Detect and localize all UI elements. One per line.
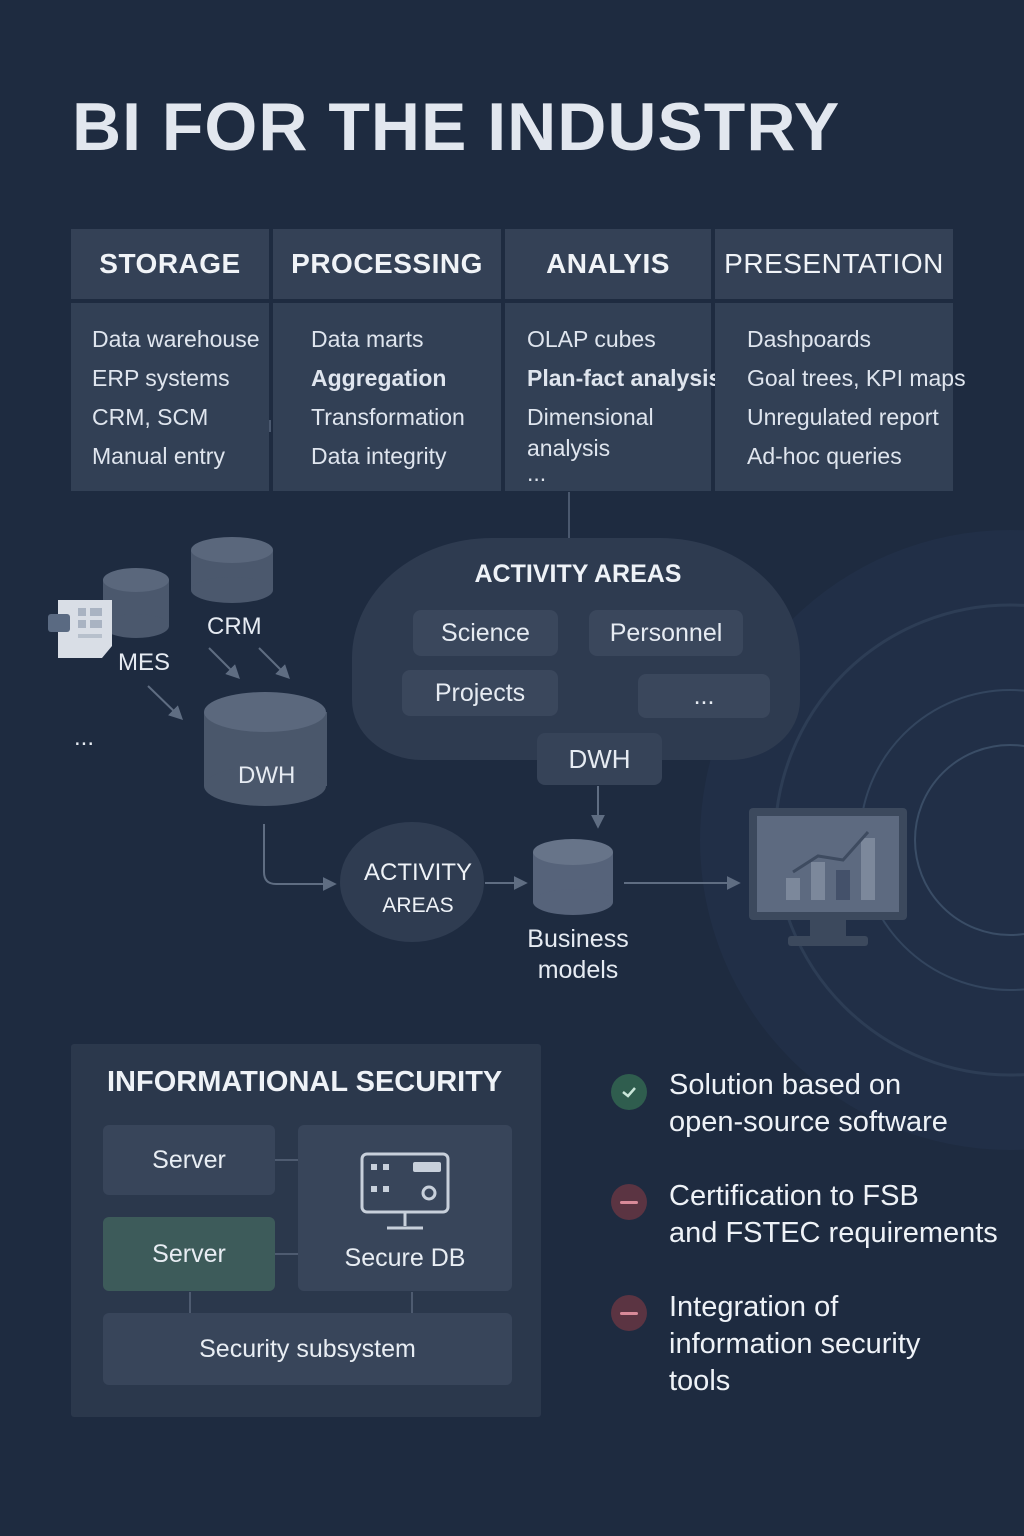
page-title: BI FOR THE INDUSTRY bbox=[72, 89, 841, 165]
list-item: Dashpoards bbox=[747, 326, 872, 352]
flow-diagram bbox=[48, 537, 907, 946]
document-icon bbox=[48, 600, 112, 658]
business-models-label: Business models bbox=[503, 924, 653, 986]
list-item: Transformation bbox=[311, 404, 465, 430]
list-item: OLAP cubes bbox=[527, 326, 656, 352]
area-more: ... bbox=[638, 674, 770, 718]
activity-areas-title: ACTIVITY AREAS bbox=[474, 560, 682, 588]
feature-text: Certification to FSB and FSTEC requireme… bbox=[669, 1178, 998, 1252]
crm-database-icon bbox=[191, 537, 273, 603]
minus-icon bbox=[611, 1295, 647, 1331]
feature-text: Solution based on open-source software bbox=[669, 1067, 948, 1141]
list-item: Aggregation bbox=[311, 365, 447, 391]
check-icon bbox=[611, 1074, 647, 1110]
feature-line: Solution based on bbox=[669, 1069, 902, 1101]
business-models-database-icon bbox=[533, 839, 613, 915]
business-models-line: models bbox=[537, 956, 619, 984]
mes-database-icon bbox=[103, 568, 169, 638]
list-item: Unregulated report bbox=[747, 404, 939, 430]
activity-areas-node-line: ACTIVITY bbox=[363, 859, 472, 886]
feature-line: information security bbox=[669, 1328, 921, 1360]
column-presentation: Dashpoards Goal trees, KPI maps Unregula… bbox=[715, 303, 966, 491]
column-analysis: OLAP cubes Plan-fact analysis Dimensiona… bbox=[505, 303, 722, 491]
minus-icon bbox=[611, 1184, 647, 1220]
area-projects: Projects bbox=[402, 670, 558, 716]
secure-db-box: Secure DB bbox=[298, 1125, 512, 1291]
feature-text: Integration of information security tool… bbox=[669, 1289, 920, 1400]
column-header-presentation: PRESENTATION bbox=[715, 229, 953, 299]
secure-db-label: Secure DB bbox=[344, 1244, 466, 1272]
area-science: Science bbox=[413, 610, 558, 656]
feature-line: tools bbox=[669, 1365, 731, 1397]
list-item: Goal trees, KPI maps bbox=[747, 365, 966, 391]
feature-line: Certification to FSB bbox=[669, 1180, 919, 1212]
secure-db-icon bbox=[360, 1152, 450, 1230]
dwh-left-label: DWH bbox=[238, 762, 296, 789]
list-item: ... bbox=[527, 460, 547, 486]
list-item: Data integrity bbox=[311, 443, 447, 469]
list-item: Plan-fact analysis bbox=[527, 365, 722, 391]
business-models-line: Business bbox=[527, 925, 629, 953]
server-box-highlighted: Server bbox=[103, 1217, 275, 1291]
column-storage: Data warehouse ERP systems CRM, SCM Manu… bbox=[71, 303, 269, 491]
list-item: ERP systems bbox=[92, 365, 230, 391]
column-header-storage: STORAGE bbox=[71, 229, 269, 299]
list-item: Data warehouse bbox=[92, 326, 260, 352]
area-personnel: Personnel bbox=[589, 610, 743, 656]
server-box: Server bbox=[103, 1125, 275, 1195]
mes-label: MES bbox=[118, 649, 171, 676]
list-item: CRM, SCM bbox=[92, 404, 209, 430]
column-header-analysis: ANALYIS bbox=[505, 229, 711, 299]
list-item: Ad-hoc queries bbox=[747, 443, 902, 469]
activity-areas-node-label: ACTIVITY AREAS bbox=[340, 856, 496, 922]
column-header-processing: PROCESSING bbox=[273, 229, 501, 299]
monitor-chart-icon bbox=[749, 808, 907, 946]
list-item: Data marts bbox=[311, 326, 424, 352]
dwh-database-icon bbox=[204, 692, 327, 806]
activity-areas-node bbox=[340, 822, 484, 942]
feature-line: Integration of bbox=[669, 1291, 839, 1323]
column-processing: Data marts Aggregation Transformation Da… bbox=[273, 303, 501, 491]
feature-line: open-source software bbox=[669, 1106, 948, 1138]
security-subsystem-box: Security subsystem bbox=[103, 1313, 512, 1385]
list-item: Dimensional analysis bbox=[527, 404, 654, 461]
security-connectors bbox=[189, 1159, 413, 1314]
security-title: INFORMATIONAL SECURITY bbox=[107, 1066, 503, 1098]
more-sources-label: ... bbox=[74, 724, 95, 751]
crm-label: CRM bbox=[207, 613, 262, 640]
list-item: Manual entry bbox=[92, 443, 225, 469]
activity-areas-node-line: AREAS bbox=[382, 894, 454, 917]
dwh-right-box: DWH bbox=[537, 733, 662, 785]
feature-line: and FSTEC requirements bbox=[669, 1217, 998, 1249]
